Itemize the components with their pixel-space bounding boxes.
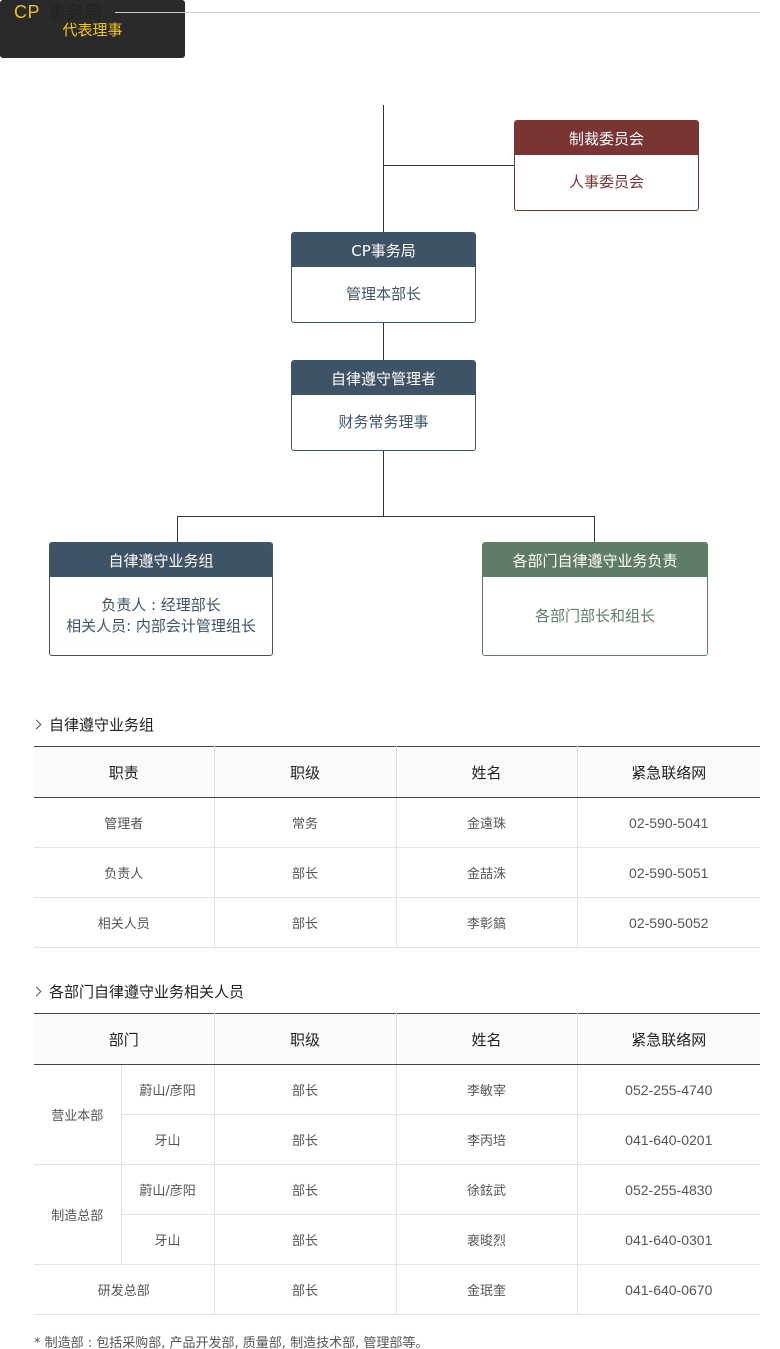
page-title: 事务局: [48, 3, 103, 24]
org-box-title: CP事务局: [292, 233, 475, 267]
table-cell: 部长: [213, 1164, 397, 1215]
connector-line: [177, 516, 595, 517]
table-cell: 裵晙烈: [395, 1214, 578, 1265]
table-header-cell: 姓名: [395, 746, 577, 798]
chevron-right-icon: [31, 719, 42, 730]
table-cell: 蔚山/彦阳: [120, 1164, 215, 1215]
table-row: 负责人 部长 金喆洙 02-590-5051: [34, 847, 760, 898]
org-box-text: 管理本部长: [345, 285, 421, 303]
table-header-cell: 紧急联络网: [576, 746, 760, 798]
table-cell: 李彰鎬: [395, 897, 577, 948]
table-cell: 管理者: [34, 797, 214, 848]
org-box-body: 财务常务理事: [292, 395, 475, 450]
org-box-title: 各部门自律遵守业务负责: [483, 543, 707, 577]
org-box-dept-officers: 各部门自律遵守业务负责 各部门部长和组长: [482, 542, 708, 656]
org-box-body: 负责人 : 经理部长 相关人员: 内部会计管理组长: [50, 577, 272, 655]
table-cell: 02-590-5041: [576, 797, 760, 848]
org-box-text: 各部门部长和组长: [534, 606, 655, 625]
org-box-compliance-manager: 自律遵守管理者 财务常务理事: [291, 360, 476, 451]
org-box-sanctions-committee: 制裁委员会 人事委员会: [514, 120, 699, 211]
org-box-title: 自律遵守管理者: [292, 361, 475, 395]
table-row: 制造总部 蔚山/彦阳 部长 徐鉉武 052-255-4830: [34, 1164, 761, 1265]
table-cell-dept: 制造总部: [34, 1164, 121, 1265]
connector-line: [594, 516, 595, 543]
org-box-body: 管理本部长: [292, 267, 475, 322]
table-cell: 02-590-5052: [576, 897, 760, 948]
org-box-text: 财务常务理事: [338, 413, 429, 431]
table-cell: 李丙培: [395, 1114, 578, 1165]
header-prefix: CP: [14, 1, 41, 22]
table-cell: 部长: [213, 1064, 397, 1115]
page-header: CP 事务局: [14, 0, 103, 25]
table-cell: 牙山: [120, 1214, 215, 1265]
table-cell: 部长: [213, 1114, 397, 1165]
table-cell: 徐鉉武: [395, 1164, 578, 1215]
table-cell: 部长: [213, 1214, 397, 1265]
connector-line: [383, 323, 384, 360]
table-cell: 041-640-0670: [576, 1264, 761, 1315]
table-cell: 部长: [213, 1264, 397, 1315]
section-title-text: 各部门自律遵守业务相关人员: [49, 983, 245, 1001]
org-box-body: 人事委员会: [515, 155, 698, 210]
table-cell: 部长: [213, 897, 396, 948]
connector-line: [177, 516, 178, 543]
section-title-text: 自律遵守业务组: [49, 716, 155, 734]
connector-line: [383, 451, 384, 516]
table-row: 相关人员 部长 李彰鎬 02-590-5052: [34, 897, 760, 948]
dept-officers-table: 部门 职级 姓名 紧急联络网 营业本部 蔚山/彦阳 部长 李敏宰 052-255…: [34, 1013, 761, 1315]
table-cell: 金珉奎: [395, 1264, 578, 1315]
table-row: 管理者 常务 金遠珠 02-590-5041: [34, 797, 760, 848]
footnote: * 制造部 : 包括采购部, 产品开发部, 质量部, 制造技术部, 管理部等。: [34, 1336, 429, 1349]
table-header-cell: 职级: [213, 1013, 397, 1065]
table-header-row: 职责 职级 姓名 紧急联络网: [34, 746, 760, 798]
section-title-dept-officers: 各部门自律遵守业务相关人员: [31, 981, 245, 1002]
org-box-ceo: 代表理事: [0, 0, 185, 58]
org-box-text: 人事委员会: [568, 173, 644, 191]
org-box-text: 负责人 : 经理部长: [101, 596, 221, 614]
table-cell-dept: 研发总部: [34, 1264, 215, 1315]
table-cell: 041-640-0201: [576, 1114, 761, 1165]
section-title-compliance-team: 自律遵守业务组: [31, 714, 155, 735]
org-box-title: 制裁委员会: [515, 121, 698, 155]
table-cell: 负责人: [34, 847, 214, 898]
table-cell: 李敏宰: [395, 1064, 578, 1115]
table-cell: 金喆洙: [395, 847, 577, 898]
table-row: 营业本部 蔚山/彦阳 部长 李敏宰 052-255-4740: [34, 1064, 761, 1165]
table-cell: 常务: [213, 797, 396, 848]
org-box-body: 各部门部长和组长: [483, 577, 707, 655]
table-row: 牙山 部长 李丙培 041-640-0201: [34, 1114, 761, 1165]
table-row: 研发总部 部长 金珉奎 041-640-0670: [34, 1264, 761, 1315]
table-header-cell: 职责: [34, 746, 214, 798]
table-cell: 金遠珠: [395, 797, 577, 848]
connector-line: [383, 165, 514, 166]
table-header-row: 部门 职级 姓名 紧急联络网: [34, 1013, 761, 1065]
org-box-compliance-team: 自律遵守业务组 负责人 : 经理部长 相关人员: 内部会计管理组长: [49, 542, 273, 656]
table-row: 牙山 部长 裵晙烈 041-640-0301: [34, 1214, 761, 1265]
table-header-cell: 紧急联络网: [576, 1013, 761, 1065]
table-cell: 部长: [213, 847, 396, 898]
header-divider: [115, 12, 760, 13]
org-box-cp-office: CP事务局 管理本部长: [291, 232, 476, 323]
table-header-cell: 姓名: [395, 1013, 578, 1065]
compliance-team-table: 职责 职级 姓名 紧急联络网 管理者 常务 金遠珠 02-590-5041 负责…: [34, 746, 760, 948]
table-cell: 牙山: [120, 1114, 215, 1165]
table-cell: 052-255-4830: [576, 1164, 761, 1215]
chevron-right-icon: [31, 986, 42, 997]
table-cell: 052-255-4740: [576, 1064, 761, 1115]
table-cell: 02-590-5051: [576, 847, 760, 898]
table-cell-dept: 营业本部: [34, 1064, 121, 1165]
connector-line: [383, 105, 384, 233]
table-cell: 相关人员: [34, 897, 214, 948]
table-cell: 蔚山/彦阳: [120, 1064, 215, 1115]
table-cell: 041-640-0301: [576, 1214, 761, 1265]
org-box-text: 相关人员: 内部会计管理组长: [66, 617, 256, 635]
table-header-cell: 部门: [34, 1013, 215, 1065]
org-box-title: 自律遵守业务组: [50, 543, 272, 577]
table-header-cell: 职级: [213, 746, 396, 798]
